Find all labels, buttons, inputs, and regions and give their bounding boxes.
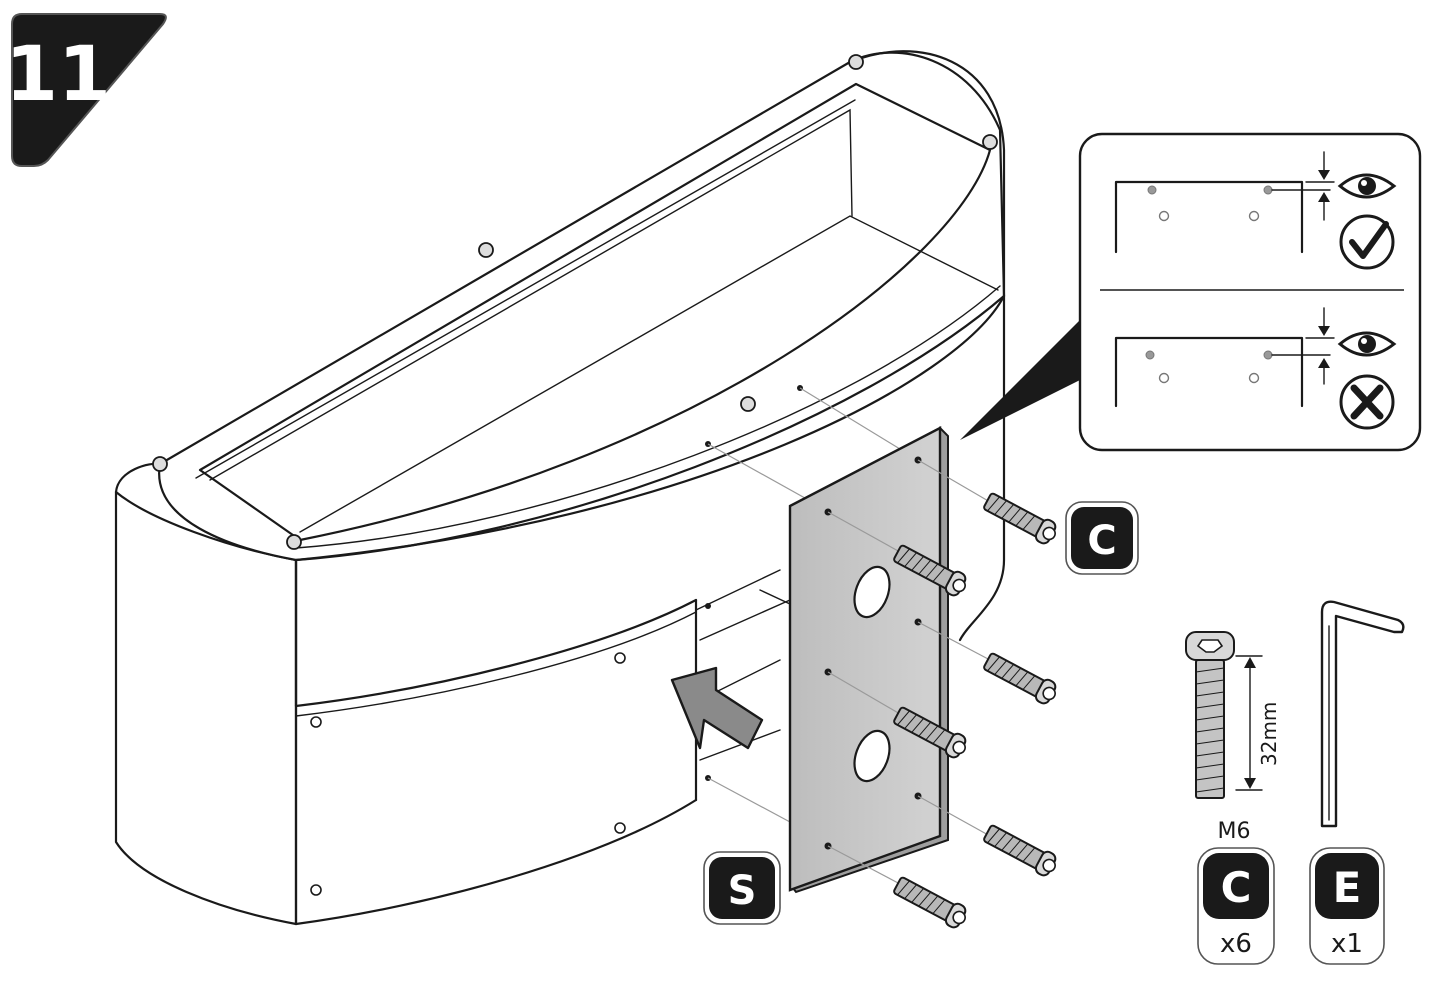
part-bolt: 32mm M6 C x6 [1185,631,1281,965]
detail-incorrect [1114,307,1397,430]
part-quantity: x6 [1220,929,1252,959]
callout-plate-s: S [703,851,781,925]
bolt [980,648,1062,708]
step-number: 11 [5,29,111,118]
bolt-size-label: M6 [1218,819,1251,844]
bolt [980,820,1062,880]
eye-icon [1337,173,1397,199]
parts-list: 32mm M6 C x6 E x1 [1185,600,1405,965]
insert-direction-arrow-icon [670,666,764,750]
part-letter: E [1333,863,1362,912]
bolt-guides [827,459,991,885]
callout-letter: S [728,868,757,914]
mounting-plate [788,426,949,894]
detail-correct [1114,151,1397,270]
eye-icon [1337,331,1397,357]
callout-bolt-c: C [1065,501,1139,575]
detail-box [960,132,1422,452]
cabinet [114,50,1006,926]
callout-letter: C [1087,518,1116,564]
check-icon [1339,214,1395,270]
part-quantity: x1 [1331,929,1363,959]
bolt [890,872,972,932]
cross-icon [1339,374,1395,430]
step-number-badge: 11 [5,13,167,167]
part-letter: C [1221,863,1252,912]
bolt [980,488,1062,548]
bolt-length-label: 32mm [1257,702,1281,766]
part-allen-key: E x1 [1309,600,1405,965]
